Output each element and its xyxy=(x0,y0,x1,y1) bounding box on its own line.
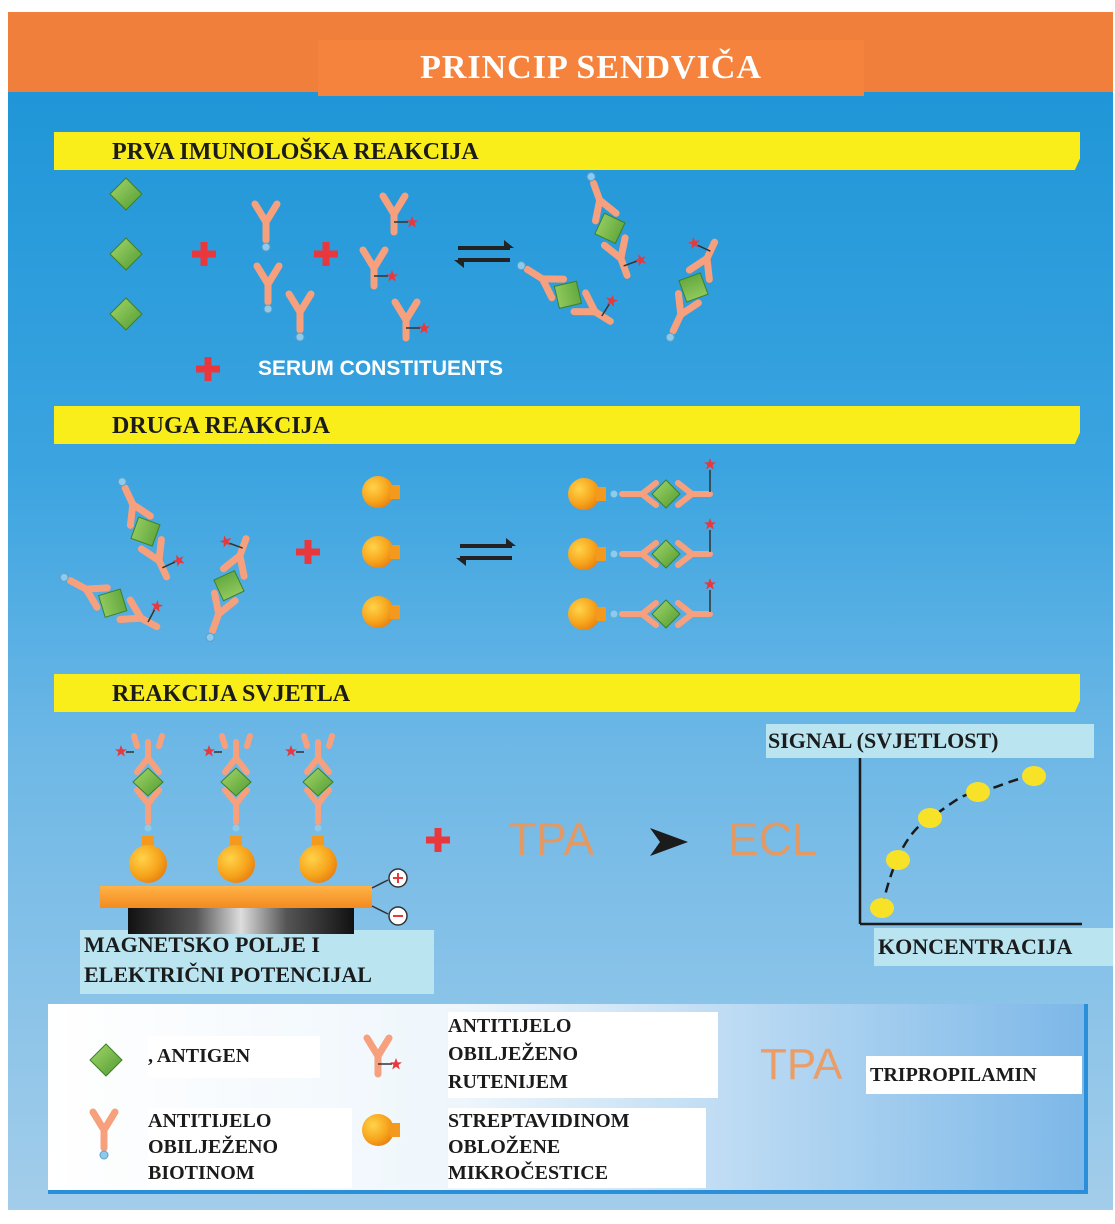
legend-antigen-label: , ANTIGEN xyxy=(148,1036,320,1078)
equilibrium-arrows-icon xyxy=(456,538,516,566)
bead-complex-icon xyxy=(285,736,337,883)
ruthenium-antibody-icon xyxy=(395,302,430,338)
legend-antigen-icon xyxy=(89,1043,123,1077)
reaction2-bound xyxy=(568,458,716,630)
legend-tpa-symbol: TPA xyxy=(760,1040,843,1089)
magnet-label: MAGNETSKO POLJE I ELEKTRIČNI POTENCIJAL xyxy=(80,930,434,994)
reaction1-antibodies xyxy=(255,204,311,341)
legend-strept-line1: STREPTAVIDINOM xyxy=(448,1110,630,1132)
legend-ruthenium-line1: ANTITIJELO xyxy=(448,1015,572,1037)
diagram-panel: PRINCIP SENDVIČA PRVA IMUNOLOŠKA REAKCIJ… xyxy=(8,12,1113,1210)
section-bar-first: PRVA IMUNOLOŠKA REAKCIJA xyxy=(54,132,1080,170)
bead-complex-icon xyxy=(568,578,716,630)
ruthenium-antibody-icon xyxy=(383,196,418,232)
page-title: PRINCIP SENDVIČA xyxy=(318,40,864,96)
antigen-icon xyxy=(109,177,143,211)
legend-biotin-antibody-icon xyxy=(93,1112,115,1159)
arrow-right-icon xyxy=(650,828,688,856)
legend-box: , ANTIGEN ANTITIJELO OBILJEŽENO BIOTINOM… xyxy=(48,1004,1088,1194)
ruthenium-antibody-icon xyxy=(363,250,398,286)
antigen-icon xyxy=(109,297,143,331)
immune-complex-icon xyxy=(53,554,168,640)
section-bar-second: DRUGA REAKCIJA xyxy=(54,406,1080,444)
reaction2-complexes xyxy=(53,468,261,647)
legend-ruthenium-label: ANTITIJELO OBILJEŽENO RUTENIJEM xyxy=(448,1012,718,1098)
legend-ruthenium-antibody-icon xyxy=(367,1038,402,1074)
immune-complex-icon xyxy=(647,232,729,348)
diagram-artwork xyxy=(8,12,1082,1210)
section-bar-third: REAKCIJA SVJETLA xyxy=(54,674,1080,712)
plus-icon xyxy=(426,828,450,852)
reaction2-beads xyxy=(362,476,400,628)
bead-complex-icon xyxy=(115,736,167,883)
signal-graph xyxy=(858,758,1082,926)
graph-point xyxy=(966,782,990,802)
legend-biotin-line2: OBILJEŽENO xyxy=(148,1136,279,1158)
legend-bead-icon xyxy=(362,1114,400,1146)
graph-ylabel: SIGNAL (SVJETLOST) xyxy=(766,724,1094,758)
equilibrium-arrows-icon xyxy=(454,240,514,268)
plus-icon xyxy=(314,242,338,266)
legend-strept-line2: OBLOŽENE xyxy=(448,1136,561,1158)
plus-icon xyxy=(196,357,220,381)
legend-strept-label: STREPTAVIDINOM OBLOŽENE MIKROČESTICE xyxy=(448,1108,706,1188)
graph-point xyxy=(886,850,910,870)
graph-curve xyxy=(880,774,1035,909)
tpa-text: TPA xyxy=(508,813,595,865)
reaction1-complexes xyxy=(509,165,729,348)
biotin-antibody-icon xyxy=(255,204,277,251)
legend-tpa-label: TRIPROPILAMIN xyxy=(866,1056,1082,1094)
streptavidin-bead-icon xyxy=(362,536,400,568)
plus-icon xyxy=(296,540,320,564)
electrode-plate xyxy=(100,886,372,908)
graph-point xyxy=(1022,766,1046,786)
immune-complex-icon xyxy=(186,530,261,646)
legend-biotin-line1: ANTITIJELO xyxy=(148,1110,272,1132)
serum-constituents-label: SERUM CONSTITUENTS xyxy=(258,357,504,380)
ecl-text: ECL xyxy=(728,813,818,865)
antigen-icon xyxy=(109,237,143,271)
biotin-antibody-icon xyxy=(289,294,311,341)
legend-biotin-label: ANTITIJELO OBILJEŽENO BIOTINOM xyxy=(148,1108,352,1188)
reaction1-antigens xyxy=(109,177,143,331)
graph-point xyxy=(918,808,942,828)
electrode-assembly xyxy=(100,736,408,934)
bead-complex-icon xyxy=(203,736,255,883)
biotin-antibody-icon xyxy=(257,266,279,313)
immune-complex-icon xyxy=(106,468,188,584)
magnet-label-line1: MAGNETSKO POLJE I xyxy=(84,932,320,957)
legend-biotin-line3: BIOTINOM xyxy=(148,1162,255,1184)
legend-strept-line3: MIKROČESTICE xyxy=(448,1162,609,1184)
streptavidin-bead-icon xyxy=(362,596,400,628)
legend-ruthenium-line3: RUTENIJEM xyxy=(448,1071,569,1093)
graph-point xyxy=(870,898,894,918)
magnet-label-line2: ELEKTRIČNI POTENCIJAL xyxy=(84,962,372,987)
immune-complex-icon xyxy=(575,165,650,281)
streptavidin-bead-icon xyxy=(362,476,400,508)
bead-complex-icon xyxy=(568,458,716,510)
magnet-icon xyxy=(128,906,354,934)
immune-complex-icon xyxy=(509,243,623,335)
graph-xlabel: KONCENTRACIJA xyxy=(874,928,1113,966)
reaction1-ru-antibodies xyxy=(363,196,430,338)
legend-ruthenium-line2: OBILJEŽENO xyxy=(448,1043,579,1065)
bead-complex-icon xyxy=(568,518,716,570)
plus-icon xyxy=(192,242,216,266)
